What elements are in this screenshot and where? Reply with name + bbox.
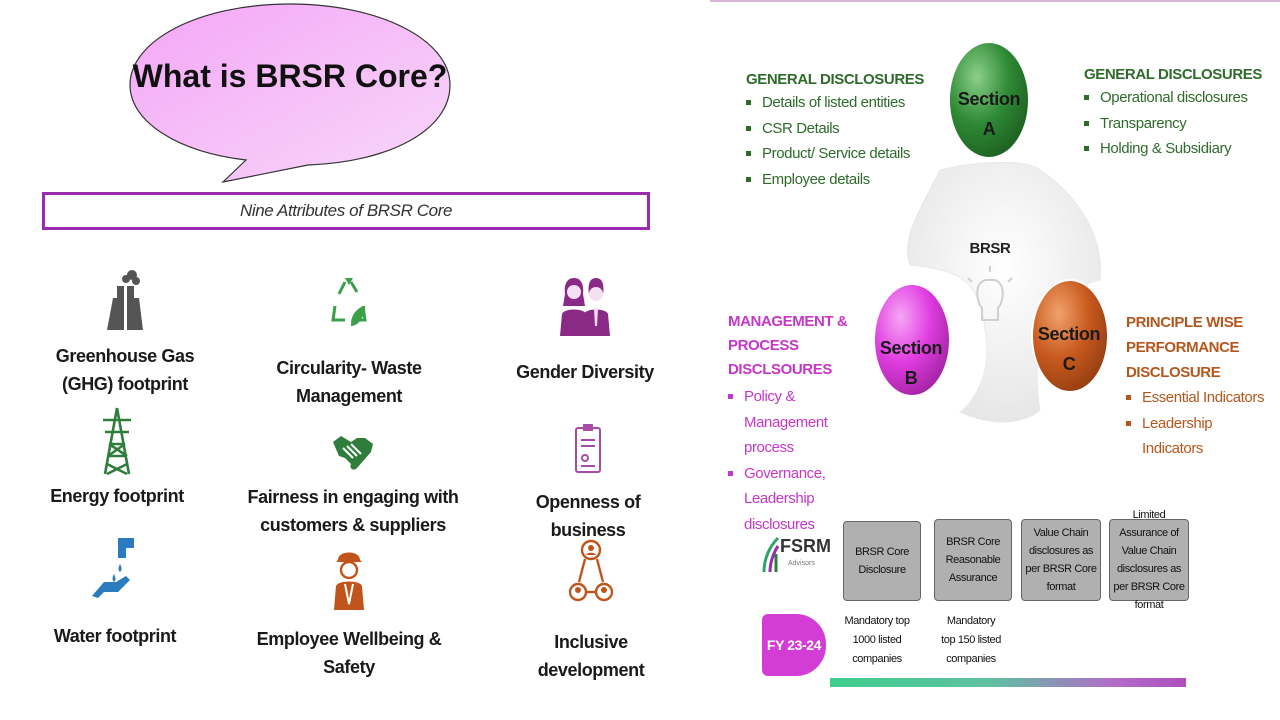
clipboard-icon — [575, 424, 601, 473]
attribute-water: Water footprint — [40, 534, 190, 650]
attribute-label: Gender Diversity — [516, 362, 654, 382]
section-b-block: MANAGEMENT &PROCESS DISCLSOURES Policy &… — [728, 310, 878, 537]
list-item: CSR Details — [746, 116, 946, 142]
attribute-fairness: Fairness in engaging with customers & su… — [220, 430, 486, 539]
logo-text: FSRM — [780, 536, 831, 556]
list-item: Operational disclosures — [1084, 85, 1274, 111]
brsr-center-label: BRSR — [969, 240, 1011, 257]
list-item: Leadership Indicators — [1126, 411, 1276, 462]
water-tap-icon — [92, 538, 134, 598]
list-item: Product/ Service details — [746, 141, 946, 167]
power-tower-icon — [103, 407, 131, 476]
section-a-right-block: GENERAL DISCLOSURES Operational disclosu… — [1084, 66, 1274, 162]
attribute-circularity: Circularity- Waste Management — [226, 276, 472, 410]
list-item: Essential Indicators — [1126, 385, 1276, 411]
people-icon — [560, 278, 610, 336]
list-item: Policy & Management process — [728, 384, 862, 461]
factory-icon — [107, 270, 143, 330]
mandate-text: Mandatory top 1000 listed companies — [844, 615, 910, 665]
section-b-heading: MANAGEMENT &PROCESS DISCLSOURES — [728, 313, 848, 378]
top-divider — [710, 0, 1280, 2]
worker-icon — [334, 552, 364, 610]
timeline-bar — [830, 678, 1186, 687]
timeline-box: Value Chain disclosures as per BRSR Core… — [1021, 519, 1101, 601]
attributes-subtitle: Nine Attributes of BRSR Core — [42, 192, 650, 230]
network-people-icon — [569, 539, 613, 602]
list-item: Governance, Leadership disclosures — [728, 461, 868, 538]
timeline-box: Limited Assurance of Value Chain disclos… — [1109, 509, 1189, 611]
attribute-openness: Openness of business — [500, 422, 676, 544]
list-item: Holding & Subsidiary — [1084, 136, 1274, 162]
attribute-label: Circularity- Waste Management — [276, 358, 422, 406]
fy-label: FY 23-24 — [766, 637, 822, 653]
list-item: Transparency — [1084, 111, 1274, 137]
fsrm-logo: FSRM Advisors — [762, 534, 831, 576]
attribute-label: Employee Wellbeing & Safety — [256, 629, 442, 677]
attribute-ghg: Greenhouse Gas (GHG) footprint — [40, 268, 210, 398]
section-a-right-heading: GENERAL DISCLOSURES — [1084, 66, 1262, 83]
attribute-label: Inclusive development — [537, 632, 645, 680]
handshake-icon — [333, 436, 373, 470]
brsr-diagram — [873, 41, 1109, 423]
page-title: What is BRSR Core? — [132, 58, 448, 94]
recycle-icon — [331, 278, 367, 326]
list-item: Details of listed entities — [746, 90, 946, 116]
timeline-box: BRSR Core Reasonable Assurance — [934, 519, 1012, 601]
attribute-gender: Gender Diversity — [500, 276, 670, 386]
logo-subtext: Advisors — [788, 560, 815, 567]
timeline-box: BRSR Core Disclosure — [843, 521, 921, 601]
attribute-wellbeing: Employee Wellbeing & Safety — [236, 544, 462, 681]
mandate-text: Mandatory top 150 listed companies — [941, 615, 1001, 665]
section-a-left-block: GENERAL DISCLOSURES Details of listed en… — [746, 71, 946, 192]
section-a-left-heading: GENERAL DISCLOSURES — [746, 71, 924, 88]
attribute-label: Openness of business — [535, 492, 641, 540]
attribute-label: Energy footprint — [50, 486, 184, 506]
attribute-label: Greenhouse Gas (GHG) footprint — [55, 346, 195, 394]
list-item: Employee details — [746, 167, 946, 193]
attribute-energy: Energy footprint — [40, 406, 194, 510]
logo-mark-icon — [762, 536, 780, 573]
attribute-inclusive: Inclusive development — [506, 538, 676, 684]
attribute-label: Fairness in engaging with customers & su… — [247, 487, 459, 535]
attribute-label: Water footprint — [53, 626, 177, 646]
speech-bubble — [129, 3, 451, 183]
fy-badge: FY 23-24 — [762, 614, 826, 676]
